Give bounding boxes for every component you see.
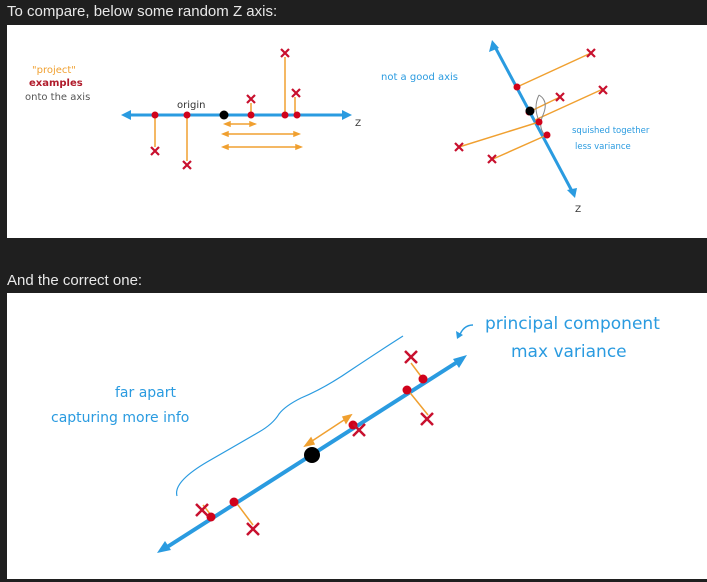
pc-pointer-arrow (456, 331, 463, 339)
right-diagram: Z not a good axis squish (381, 40, 650, 215)
projected-point (418, 374, 428, 384)
bottom-diagram: principal component max variance far apa… (51, 314, 660, 553)
z-axis-label: Z (355, 119, 361, 129)
projected-point (402, 385, 412, 395)
note-examples: examples (29, 78, 83, 89)
x-markers (454, 48, 608, 164)
max-variance-label: max variance (511, 342, 627, 362)
projected-point (543, 131, 551, 139)
axis-arrow-lower (157, 541, 171, 553)
x-markers (150, 48, 301, 170)
left-diagram: Z (25, 48, 361, 170)
origin-point (219, 110, 229, 120)
top-diagrams: Z (25, 40, 650, 215)
origin-label: origin (177, 100, 205, 111)
top-panel: Z (7, 25, 707, 238)
caption-top: To compare, below some random Z axis: (7, 3, 278, 20)
far-apart-label: far apart (115, 385, 177, 401)
projected-point (183, 111, 191, 119)
projected-point (293, 111, 301, 119)
caption-bottom: And the correct one: (7, 272, 143, 289)
origin-point (304, 447, 320, 463)
note-project: "project" (32, 65, 76, 76)
capturing-info-label: capturing more info (51, 410, 189, 426)
distance-arrow (303, 413, 353, 448)
z-axis-label: Z (575, 205, 581, 215)
note-squished: squished together (572, 126, 650, 136)
projected-point (229, 497, 239, 507)
note-onto-axis: onto the axis (25, 92, 90, 103)
projected-point (281, 111, 289, 119)
projected-point (513, 83, 521, 91)
distance-arrows (220, 120, 304, 151)
note-not-good-axis: not a good axis (381, 72, 458, 83)
origin-point (525, 106, 535, 116)
axis-arrow-upper (453, 355, 467, 368)
x-markers (195, 350, 434, 536)
z-axis-line (492, 44, 575, 194)
projected-point (206, 512, 216, 522)
axis-arrow-up (489, 40, 499, 52)
bottom-panel: principal component max variance far apa… (7, 293, 707, 579)
pc-label: principal component (485, 314, 660, 334)
axis-arrow-left (121, 110, 131, 120)
axis-arrow-right (342, 110, 352, 120)
projected-point (247, 111, 255, 119)
note-less-variance: less variance (575, 142, 631, 152)
projected-point (535, 118, 543, 126)
axis-arrow-down (567, 188, 577, 198)
spread-brace (175, 335, 404, 497)
projected-point (151, 111, 159, 119)
